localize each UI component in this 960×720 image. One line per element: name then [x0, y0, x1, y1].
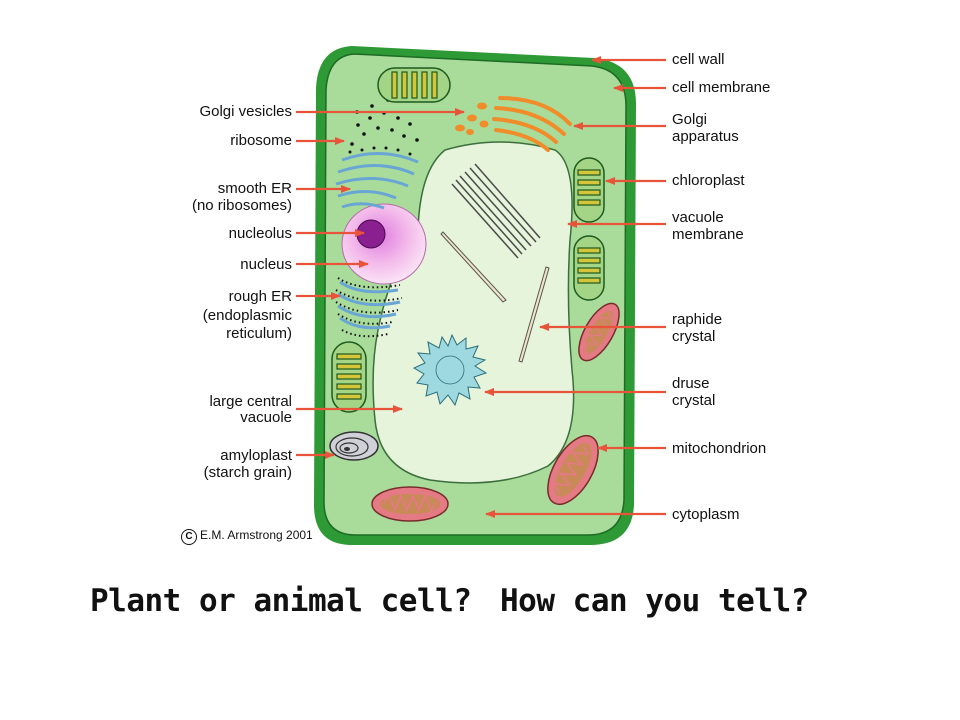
golgi-vesicles-shape: [455, 102, 489, 135]
chloroplast-right-1: [573, 157, 605, 223]
label-raphide-crystal-line1: raphide: [672, 311, 723, 328]
label-smooth-er-line1: smooth ER: [217, 180, 292, 197]
chloroplast-top: [377, 67, 451, 103]
label-rough-er-line3: reticulum): [226, 325, 292, 342]
label-vacuole-membrane-line1: vacuole: [672, 209, 724, 226]
label-golgi-vesicles: Golgi vesicles: [199, 103, 292, 120]
question-how-can-you-tell: How can you tell?: [500, 583, 809, 619]
label-smooth-er-line2: (no ribosomes): [191, 197, 292, 214]
label-ribosome: ribosome: [230, 132, 292, 149]
copyright-text: E.M. Armstrong 2001: [200, 528, 313, 542]
smooth-er-shape: [335, 151, 419, 210]
label-raphide-crystal-line2: crystal: [672, 328, 716, 345]
label-mitochondrion: mitochondrion: [672, 440, 767, 457]
label-cell-wall: cell wall: [672, 51, 725, 68]
label-golgi-apparatus-line1: Golgi: [672, 111, 708, 128]
label-druse-crystal-line2: crystal: [672, 392, 716, 409]
chloroplast-left: [331, 341, 367, 413]
copyright-symbol: C: [181, 529, 197, 545]
mitochondrion-bottom: [371, 486, 449, 522]
label-chloroplast: chloroplast: [672, 172, 745, 189]
rough-er-shape: [337, 280, 401, 330]
raphide-crystal-shape: [451, 163, 541, 259]
mitochondrion-right-2: [547, 434, 599, 506]
label-rough-er-line1: rough ER: [228, 288, 292, 305]
label-druse-crystal-line1: druse: [672, 375, 710, 392]
label-cell-membrane: cell membrane: [672, 79, 771, 96]
label-golgi-apparatus-line2: apparatus: [672, 128, 739, 145]
label-arrows-right: [484, 56, 666, 518]
label-arrows-left: [296, 108, 465, 459]
golgi-apparatus-shape: [492, 96, 572, 152]
needle-crystal-shape: [440, 231, 550, 363]
chloroplast-right-2: [573, 235, 605, 301]
label-vacuole-membrane-line2: membrane: [672, 226, 744, 243]
nucleus-shape: [341, 203, 427, 285]
label-rough-er-line2: (endoplasmic: [202, 307, 292, 324]
mitochondrion-right-1: [578, 302, 620, 362]
label-amyloplast-line2: (starch grain): [203, 464, 292, 481]
label-large-central-vacuole-line2: vacuole: [240, 409, 292, 426]
druse-crystal-shape: [412, 333, 488, 407]
label-amyloplast-line1: amyloplast: [220, 447, 292, 464]
question-plant-or-animal: Plant or animal cell?: [90, 583, 472, 619]
label-cytoplasm: cytoplasm: [672, 506, 740, 523]
label-large-central-vacuole-line1: large central: [209, 393, 292, 410]
ribosome-dots: [348, 98, 419, 156]
label-nucleus: nucleus: [240, 256, 292, 273]
amyloplast-shape: [329, 431, 379, 461]
label-nucleolus: nucleolus: [228, 225, 292, 242]
